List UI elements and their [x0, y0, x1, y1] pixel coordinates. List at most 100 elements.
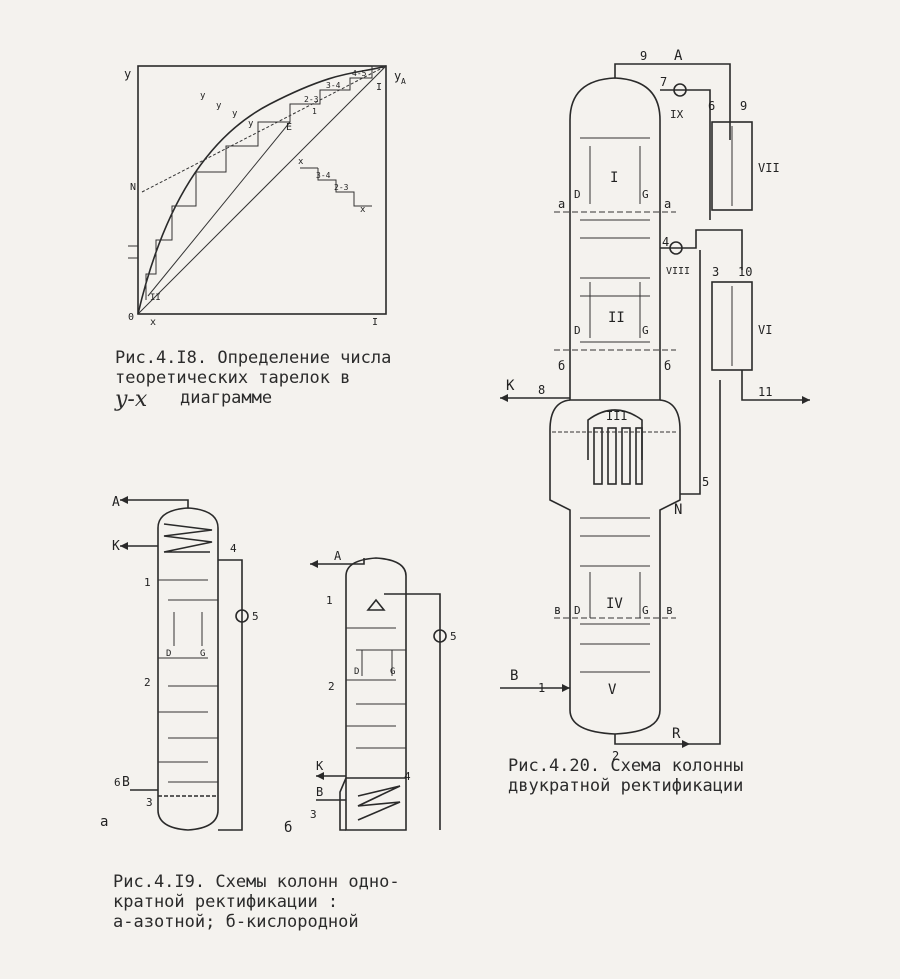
yx-diagram: y y A I 0 x N E I II x 3-4 2-3 x y y y y…	[124, 65, 406, 328]
stream-b-label: B	[510, 668, 518, 684]
caption-fig-4-19-line3: а-азотной; б-кислородной	[113, 912, 359, 932]
x-label: 3-4	[316, 171, 331, 180]
y-label: y	[248, 119, 254, 129]
valve-viii-pipe	[660, 229, 743, 270]
label-a: A	[112, 495, 120, 510]
flow-g: G	[390, 667, 395, 677]
valve-icon	[433, 629, 447, 643]
flow-label: D	[574, 188, 581, 201]
y-label: y	[200, 91, 206, 101]
exchanger-vii-label: VII	[758, 161, 780, 175]
reboiler-coil	[357, 785, 401, 821]
point-1: 1	[538, 681, 545, 695]
y-label: y	[216, 101, 222, 111]
exchanger-vii	[711, 121, 753, 211]
cut-b-left: б	[558, 359, 565, 373]
sub-b: б	[284, 820, 292, 836]
flow-label: D	[574, 604, 581, 617]
num-1: 1	[326, 594, 333, 607]
column-a-outlet-a	[120, 499, 189, 508]
x-label: 2-3	[334, 183, 349, 192]
point-11: 11	[758, 385, 772, 399]
arrow-icon	[562, 684, 570, 692]
label-k: K	[316, 759, 324, 773]
stream-n-pipe	[680, 250, 701, 495]
point-5: 5	[702, 475, 709, 489]
point-9-right: 9	[740, 99, 747, 113]
cut-a-right: а	[664, 197, 671, 211]
distributor-icon	[366, 598, 386, 611]
x-start-label: x	[150, 317, 156, 328]
num-2: 2	[144, 676, 151, 689]
column-a-body	[157, 507, 219, 831]
origin-label: 0	[128, 312, 134, 323]
num-4: 4	[404, 770, 411, 783]
stream-k-label: K	[506, 378, 515, 394]
x-steps	[300, 167, 372, 207]
label-k: K	[112, 539, 120, 554]
arrow-icon	[120, 542, 128, 550]
condenser-dome	[587, 409, 643, 460]
point-e-label: E	[286, 122, 292, 133]
section-iii: III	[606, 409, 628, 423]
condenser-coil	[163, 523, 213, 553]
operating-line-lower	[147, 121, 291, 297]
trays	[346, 627, 406, 749]
point-6: 6	[708, 99, 715, 113]
caption-fig-4-20-line2: двукратной ректификации	[508, 776, 744, 796]
num-5: 5	[450, 630, 457, 643]
point-4: 4	[662, 235, 669, 249]
num-1: 1	[144, 576, 151, 589]
arrow-icon	[316, 772, 324, 780]
point-8: 8	[538, 383, 545, 397]
section-v: V	[608, 682, 617, 698]
cut-v-right: в	[666, 603, 673, 617]
caption-fig-4-20-line1: Рис.4.20. Схема колонны	[508, 756, 744, 776]
valve-viii-label: VIII	[666, 266, 690, 277]
valve-ix-icon	[673, 83, 687, 97]
stream-a-label: A	[674, 48, 683, 64]
axis-y-label: y	[124, 67, 131, 81]
column-b-sump	[339, 777, 406, 831]
column-b-diagram: A K B 1 2 3 4 5 D G б	[284, 549, 457, 836]
outlet-a-pipe	[614, 63, 731, 140]
axis-y-right-label: y	[394, 69, 401, 83]
caption-fig-4-19-line1: Рис.4.I9. Схемы колонн одно-	[113, 872, 400, 892]
label-b: B	[122, 775, 130, 790]
num-5: 5	[252, 610, 259, 623]
section-i: I	[610, 170, 618, 186]
staircase-steps	[145, 65, 386, 300]
exchanger-vi	[711, 281, 753, 371]
caption-fig-4-18-line2: теоретических тарелок в	[115, 368, 351, 388]
axis-x-end-label: I	[372, 317, 378, 328]
arrow-icon	[802, 396, 810, 404]
flow-label: G	[642, 188, 649, 201]
operating-line-upper	[141, 65, 387, 193]
diagonal-line	[137, 65, 387, 315]
double-column-diagram: A K N B R I II III IV V IX VIII VII VI 1…	[500, 48, 810, 760]
column-b-outlet-a	[310, 558, 365, 565]
valve-ix-label: IX	[670, 108, 684, 121]
point-10: 10	[738, 265, 752, 279]
point-i-label: I	[376, 82, 382, 93]
cut-a-left: а	[558, 197, 565, 211]
equilibrium-curve	[137, 65, 387, 315]
point-7: 7	[660, 75, 667, 89]
flow-label: G	[642, 604, 649, 617]
stream-n-label: N	[674, 502, 682, 518]
sub-a: а	[100, 814, 108, 830]
exchanger-vi-label: VI	[758, 323, 772, 337]
x-label: x	[298, 157, 304, 167]
flow-g: G	[200, 649, 205, 659]
upper-column-body	[569, 77, 661, 401]
section-iv: IV	[606, 596, 623, 612]
point-9-top: 9	[640, 49, 647, 63]
caption-fig-4-18-handwritten: y-x	[115, 387, 148, 412]
label-a: A	[334, 549, 342, 563]
point-ii-label: II	[150, 293, 161, 303]
num-3: 3	[310, 808, 317, 821]
valve-viii-icon	[669, 241, 683, 255]
stream-r-label: R	[672, 726, 681, 742]
valve-icon	[235, 609, 249, 623]
num-2: 2	[328, 680, 335, 693]
